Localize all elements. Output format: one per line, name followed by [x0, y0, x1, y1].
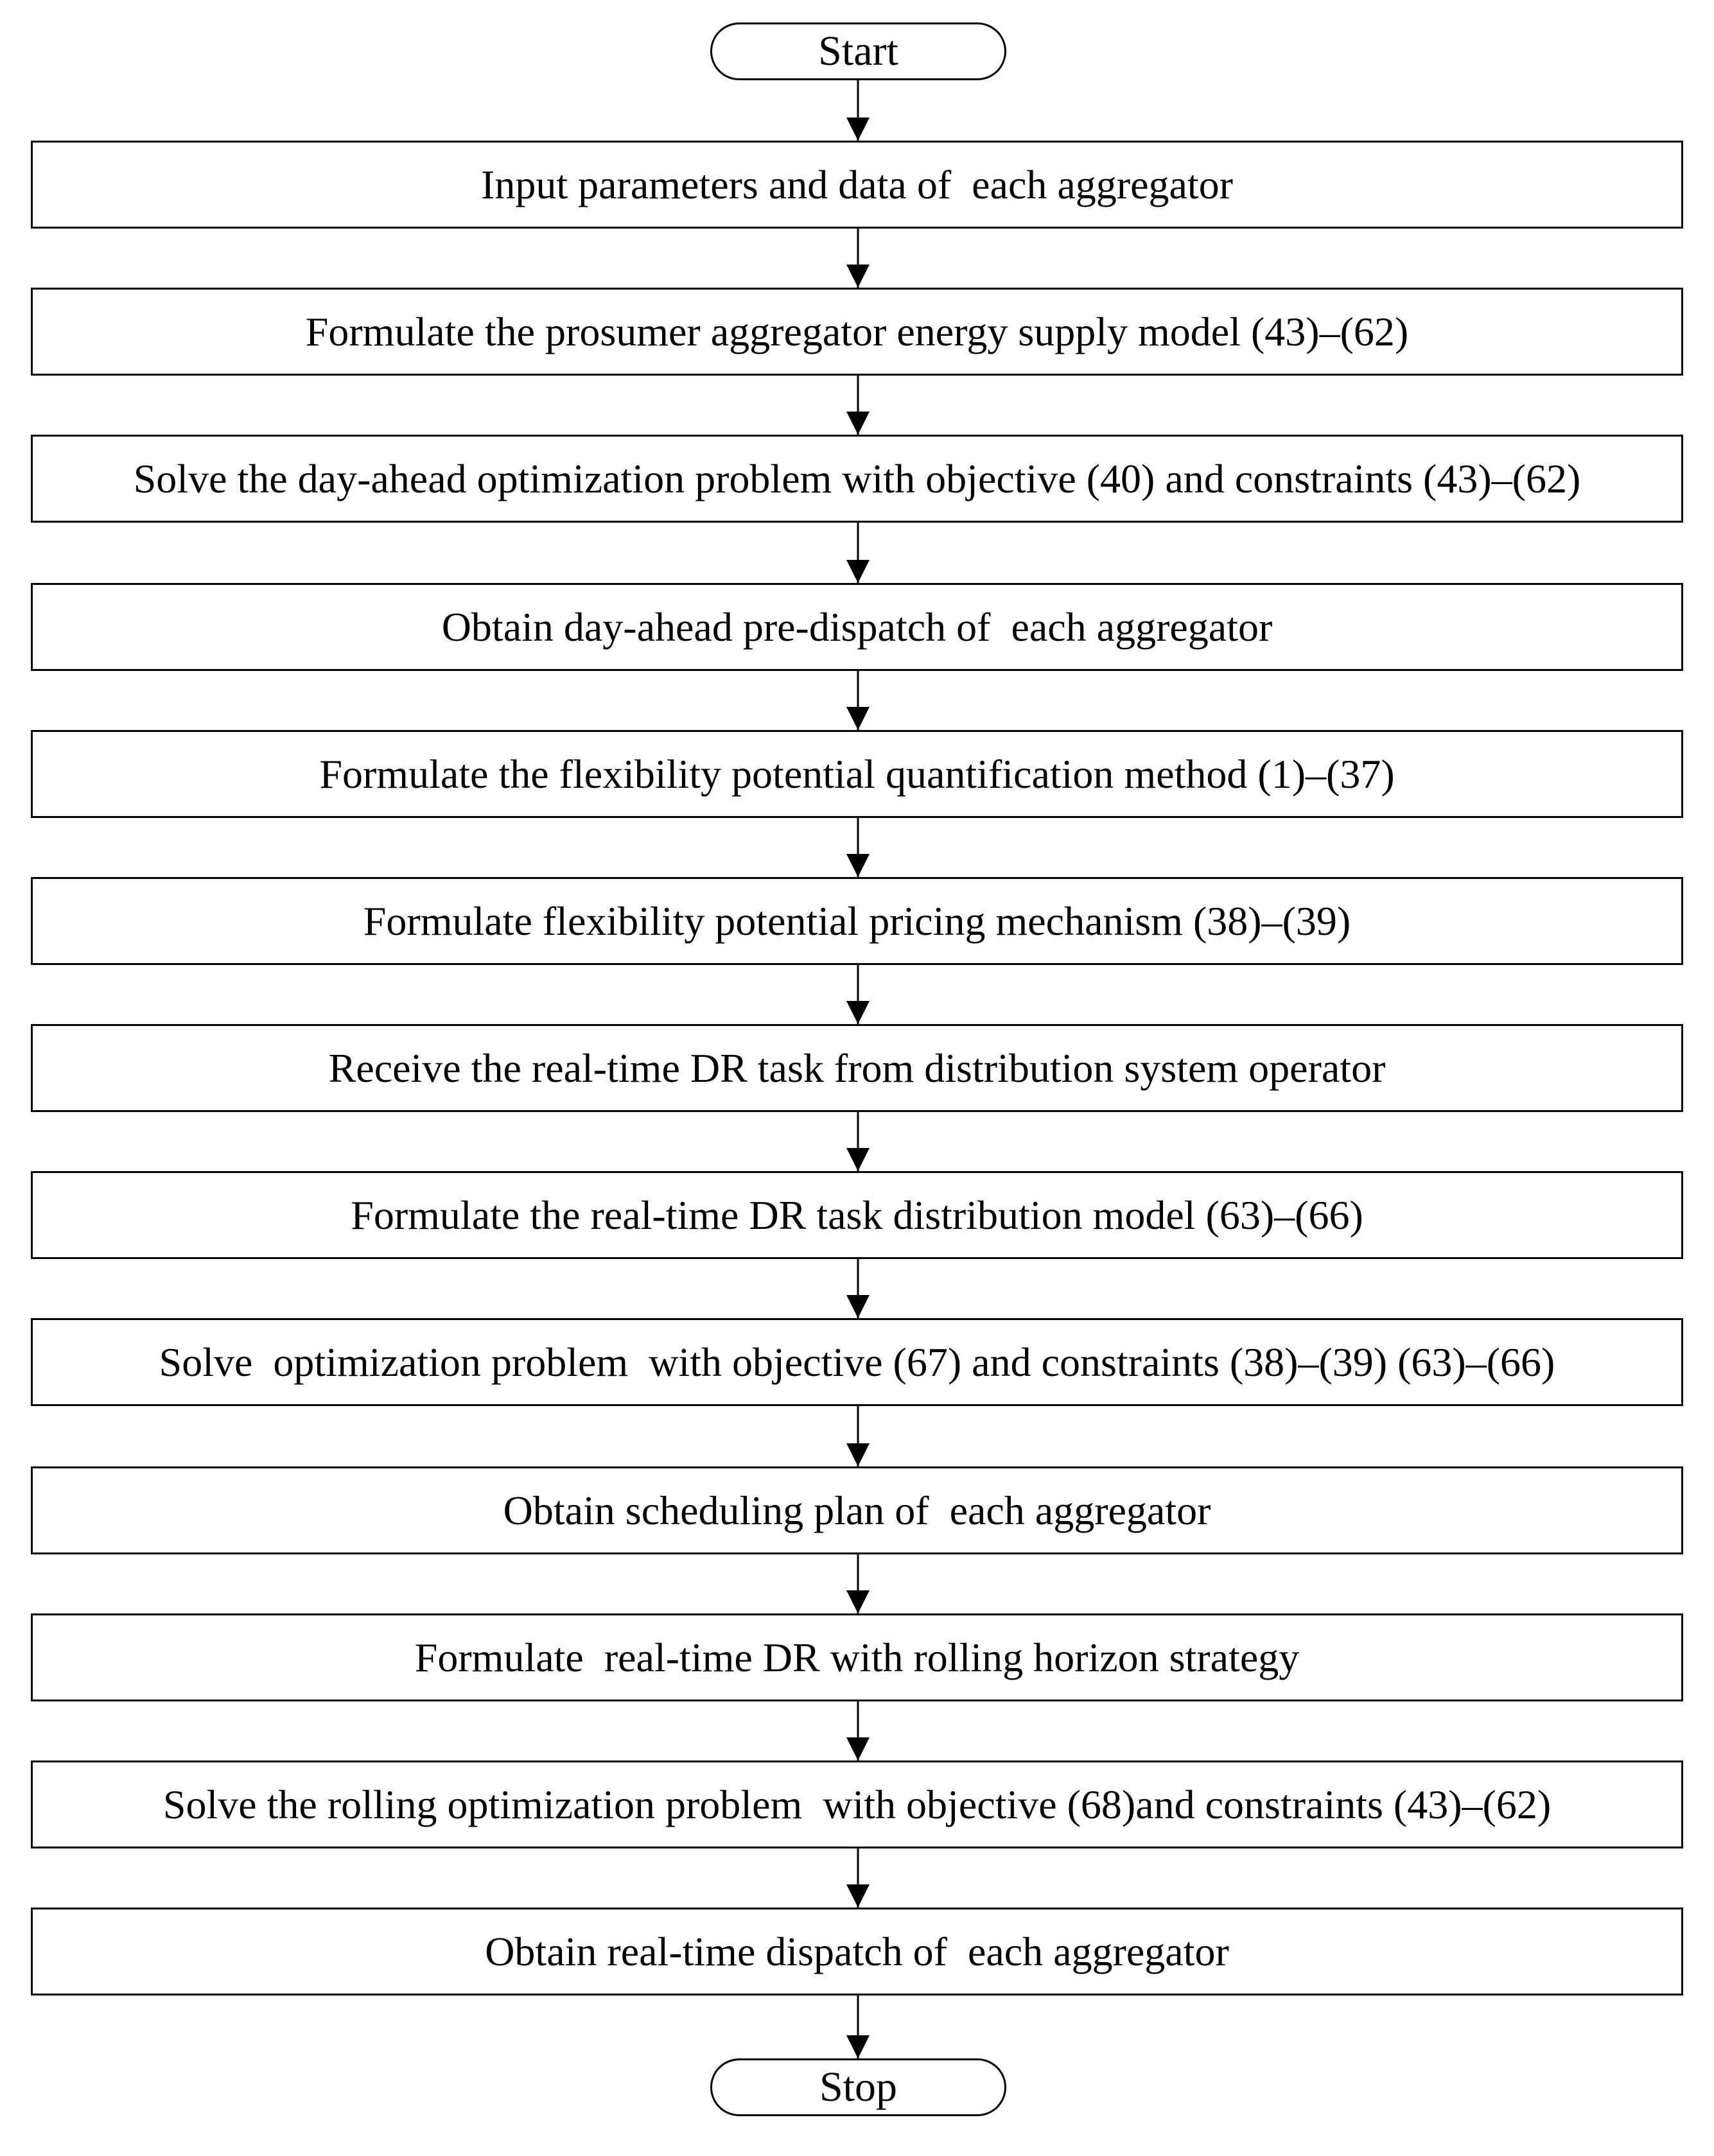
- step-obtain-scheduling-plan: Obtain scheduling plan of each aggregato…: [31, 1466, 1683, 1554]
- step-solve-rolling-optimization: Solve the rolling optimization problem w…: [31, 1760, 1683, 1848]
- start-terminal: Start: [710, 22, 1006, 80]
- step-solve-day-ahead-problem: Solve the day-ahead optimization problem…: [31, 435, 1683, 523]
- step-input-parameters: Input parameters and data of each aggreg…: [31, 141, 1683, 229]
- step-receive-dr-task: Receive the real-time DR task from distr…: [31, 1024, 1683, 1112]
- step-solve-optimization-problem: Solve optimization problem with objectiv…: [31, 1318, 1683, 1406]
- stop-terminal: Stop: [710, 2058, 1006, 2116]
- step-obtain-day-ahead-predispatch: Obtain day-ahead pre-dispatch of each ag…: [31, 583, 1683, 671]
- step-obtain-real-time-dispatch: Obtain real-time dispatch of each aggreg…: [31, 1908, 1683, 1995]
- step-flexibility-quantification: Formulate the flexibility potential quan…: [31, 730, 1683, 818]
- step-dr-task-distribution-model: Formulate the real-time DR task distribu…: [31, 1171, 1683, 1259]
- step-formulate-energy-supply-model: Formulate the prosumer aggregator energy…: [31, 288, 1683, 376]
- step-rolling-horizon-strategy: Formulate real-time DR with rolling hori…: [31, 1613, 1683, 1701]
- step-flexibility-pricing: Formulate flexibility potential pricing …: [31, 877, 1683, 965]
